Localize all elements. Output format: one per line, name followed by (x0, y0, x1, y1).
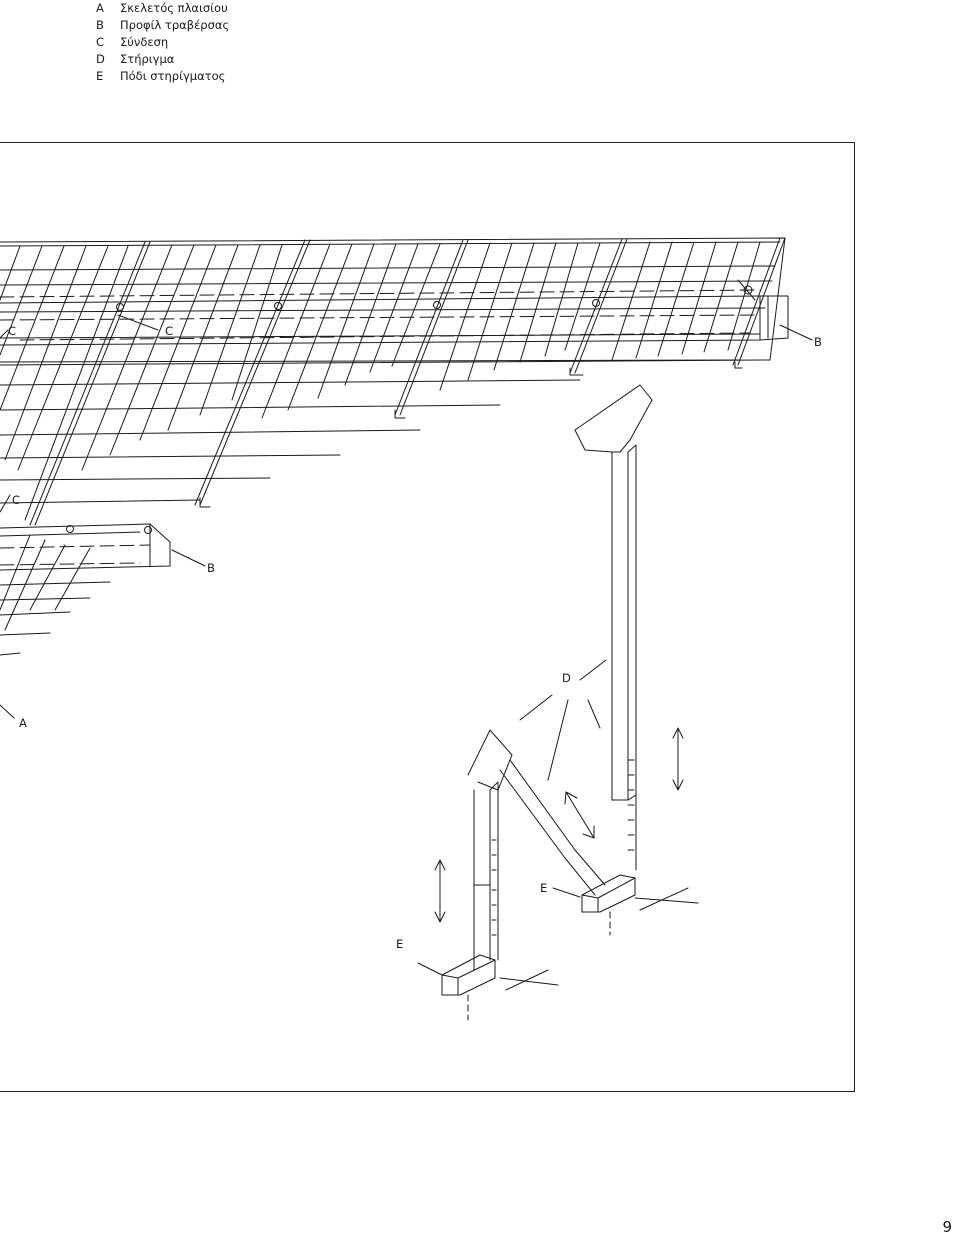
callout-c-middle: C (165, 324, 174, 338)
legend-letter: C (96, 35, 105, 49)
callout-e-left: E (396, 937, 404, 951)
callout-leaders (0, 314, 813, 976)
legend-item-c: C Σύνδεση (96, 34, 229, 51)
adjust-arrows (434, 727, 699, 991)
legend-text: Σκελετός πλαισίου (120, 1, 228, 15)
traverse-profile-upper (0, 279, 789, 346)
legend-letter: E (96, 69, 104, 83)
legend-letter: B (96, 18, 104, 32)
legend: A Σκελετός πλαισίου B Προφίλ τραβέρσας C… (96, 0, 229, 85)
callout-b-upper: B (814, 335, 822, 349)
panel-frames-lower (0, 523, 171, 656)
legend-text: Προφίλ τραβέρσας (120, 18, 230, 32)
legend-item-e: E Πόδι στηρίγματος (96, 68, 229, 85)
legend-item-b: B Προφίλ τραβέρσας (96, 17, 229, 34)
panel-frames-upper (0, 237, 786, 526)
legend-text: Στήριγμα (120, 52, 175, 66)
legend-letter: D (96, 52, 105, 66)
support-foot-right (581, 874, 636, 936)
support-foot-left (441, 954, 496, 1021)
legend-item-a: A Σκελετός πλαισίου (96, 0, 229, 17)
legend-text: Πόδι στηρίγματος (120, 69, 226, 83)
callout-c-lower: C (12, 493, 21, 507)
legend-item-d: D Στήριγμα (96, 51, 229, 68)
support-leg-left (467, 729, 513, 971)
callout-c-left: C (8, 324, 17, 338)
legend-letter: A (96, 1, 104, 15)
rail-end-hooks (199, 361, 743, 508)
legend-text: Σύνδεση (120, 35, 169, 49)
diagonal-strut (499, 759, 606, 896)
callout-a: A (19, 716, 27, 730)
page-number: 9 (942, 1218, 952, 1236)
support-leg-right (574, 384, 653, 871)
callout-d: D (562, 671, 571, 685)
callout-e-right: E (540, 881, 548, 895)
callout-b-lower: B (207, 561, 215, 575)
drawing-frame (0, 142, 855, 1092)
hidden-lines (0, 289, 761, 566)
